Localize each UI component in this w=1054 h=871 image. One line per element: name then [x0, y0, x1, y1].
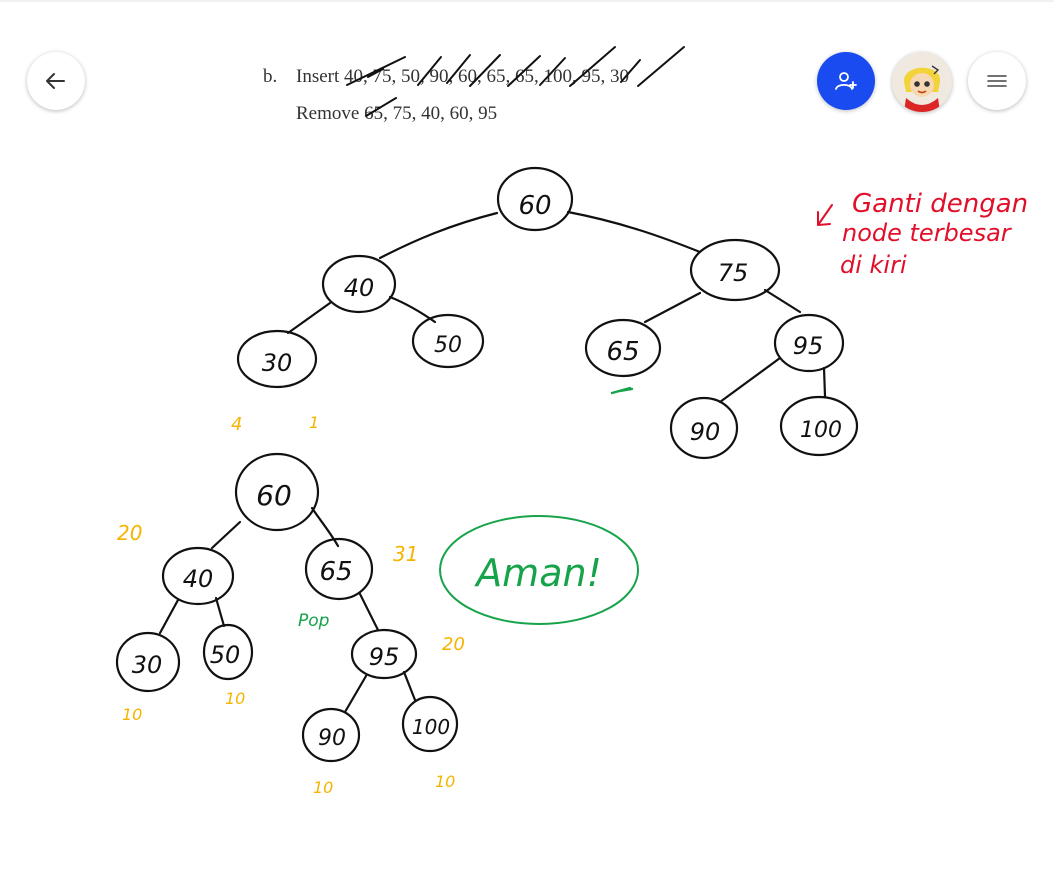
user-avatar[interactable]	[892, 52, 952, 112]
red-note-line-2: node terbesar	[842, 219, 1013, 247]
tree-2-node-50-label: 50	[210, 641, 241, 669]
tree-2-node-60[interactable]: 60	[234, 452, 320, 532]
tree-1-node-60[interactable]: 60	[496, 166, 574, 232]
tree-1-node-40-label: 40	[344, 274, 375, 302]
tree-2-node-50[interactable]: 50	[202, 623, 254, 681]
red-note: Ganti dengan node terbesar di kiri	[817, 189, 1028, 279]
tree-2-height-marks-top: 4 1	[231, 413, 319, 435]
tree-2-node-30-label: 30	[132, 651, 163, 679]
tree-1-node-90-label: 90	[690, 418, 721, 446]
tree-2-node-90-label: 90	[318, 726, 346, 751]
hamburger-menu-icon	[987, 75, 1007, 87]
tree-2-edges	[158, 506, 417, 714]
tree-1-node-50[interactable]: 50	[411, 313, 485, 369]
tree-1-node-100-label: 100	[800, 418, 842, 443]
aman-text: Aman!	[473, 551, 602, 595]
height-60-left: 4	[231, 414, 242, 435]
height-90: 10	[313, 778, 333, 797]
tree-2-node-90[interactable]: 90	[301, 707, 361, 763]
red-note-line-3: di kiri	[840, 251, 907, 279]
top-border	[0, 0, 1054, 2]
tree-1-node-40[interactable]: 40	[321, 254, 397, 314]
tree-2-node-95-label: 95	[369, 643, 400, 671]
tree-2-node-40-label: 40	[183, 565, 214, 593]
height-60-right: 1	[309, 413, 319, 432]
tree-2-node-40[interactable]: 40	[161, 546, 235, 606]
tree-1-node-30[interactable]: 30	[236, 329, 318, 389]
problem-label: b.	[263, 66, 278, 87]
tree-2-node-65-label: 65	[319, 557, 352, 587]
strike-marks	[346, 46, 685, 117]
tree-1-edges	[286, 210, 827, 404]
tree-1-node-90[interactable]: 90	[669, 396, 739, 460]
tree-1-node-75-label: 75	[718, 259, 749, 287]
height-50: 10	[225, 689, 245, 708]
pop-label: Pop	[298, 611, 330, 631]
tree-1-node-65-label: 65	[606, 337, 639, 367]
invite-collaborator-button[interactable]	[817, 52, 875, 110]
menu-button[interactable]	[968, 52, 1026, 110]
tree-1-node-100[interactable]: 100	[779, 395, 859, 457]
tree-1-node-95-label: 95	[793, 332, 824, 360]
red-arrow-icon	[817, 204, 833, 226]
tree-1-node-50-label: 50	[434, 333, 462, 358]
tree-1-node-65[interactable]: 65	[584, 318, 662, 378]
tree-2-node-30[interactable]: 30	[115, 631, 181, 693]
tree-2-node-100-label: 100	[412, 715, 450, 739]
tree-2-node-95[interactable]: 95	[350, 628, 418, 680]
tree-1-node-30-label: 30	[262, 349, 293, 377]
person-add-icon	[835, 72, 857, 90]
height-95: 20	[442, 634, 465, 655]
tree-2-height-labels: 20 31 20 10 10 10 10	[117, 521, 465, 797]
tree-1-node-60-label: 60	[518, 191, 551, 221]
back-button[interactable]	[27, 52, 85, 110]
green-mark	[610, 386, 634, 395]
tree-2-node-65[interactable]: 65	[304, 537, 374, 601]
height-30: 10	[122, 705, 142, 724]
tree-2-node-60-label: 60	[256, 479, 292, 512]
height-40: 20	[117, 521, 142, 545]
height-65: 31	[393, 542, 418, 566]
tree-1-node-75[interactable]: 75	[689, 238, 781, 302]
tree-1-node-95[interactable]: 95	[773, 313, 845, 373]
red-note-line-1: Ganti dengan	[852, 189, 1028, 219]
avatar-image	[892, 52, 952, 112]
tree-2-node-100[interactable]: 100	[401, 695, 459, 753]
arrow-left-icon	[46, 73, 65, 89]
remove-text: Remove 65, 75, 40, 60, 95	[296, 103, 498, 124]
aman-bubble: Aman!	[439, 515, 639, 625]
height-100: 10	[435, 772, 455, 791]
